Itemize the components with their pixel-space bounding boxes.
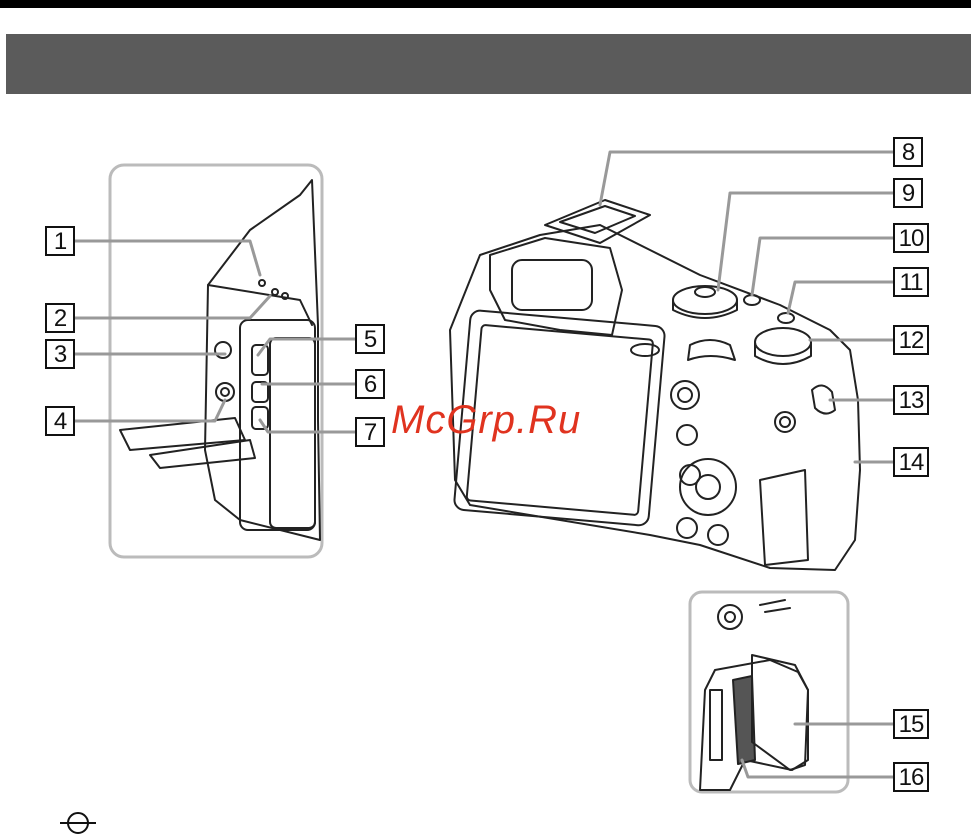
dial-9	[673, 286, 737, 314]
control-wheel	[680, 459, 736, 515]
watermark-text: McGrp.Ru	[391, 398, 581, 443]
grip-door	[760, 470, 808, 565]
button-11	[778, 313, 794, 323]
jack-4	[216, 383, 234, 401]
callout-9: 9	[893, 178, 923, 208]
callout-16: 16	[893, 762, 929, 792]
dial-12	[755, 328, 811, 356]
callout-1: 1	[45, 226, 75, 256]
callout-8: 8	[893, 137, 923, 167]
card-slot-inset	[690, 592, 848, 792]
callout-6: 6	[355, 369, 385, 399]
callout-15: 15	[893, 709, 929, 739]
circle-with-horizontal-line-icon	[58, 808, 98, 838]
callout-4: 4	[45, 406, 75, 436]
callout-10: 10	[893, 223, 929, 253]
callout-5: 5	[355, 324, 385, 354]
button-10	[744, 295, 760, 305]
side-view-body	[205, 180, 320, 540]
side-inset-panel	[110, 165, 322, 557]
callout-13: 13	[893, 385, 929, 415]
callout-7: 7	[355, 417, 385, 447]
callout-14: 14	[893, 447, 929, 477]
cover-flap	[120, 418, 245, 450]
callout-3: 3	[45, 339, 75, 369]
connector-5	[252, 345, 268, 375]
callout-2: 2	[45, 303, 75, 333]
card-cover	[752, 655, 808, 770]
callout-12: 12	[893, 325, 929, 355]
callout-11: 11	[893, 267, 929, 297]
jack-3	[215, 342, 231, 358]
